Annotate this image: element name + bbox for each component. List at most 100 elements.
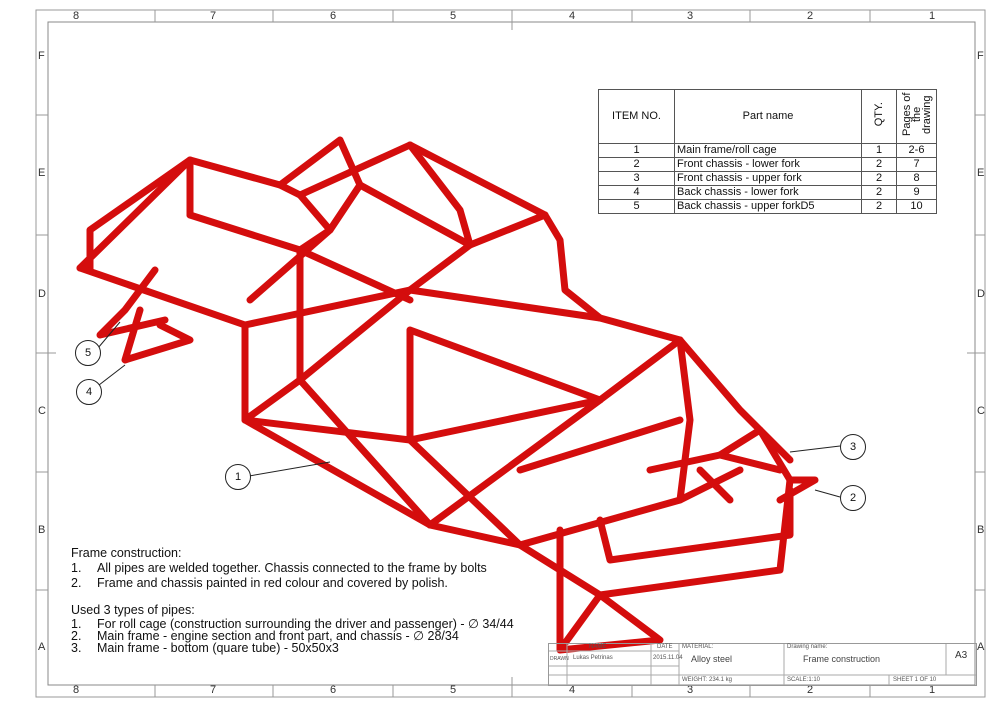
weight-label: WEIGHT: <box>682 677 707 683</box>
cell-item: 4 <box>598 185 675 200</box>
balloon-5: 5 <box>75 340 101 366</box>
zone-col-2: 2 <box>807 10 814 22</box>
zone-row-e: E <box>38 167 46 179</box>
zone-col-8-bottom: 8 <box>73 684 80 696</box>
pipe-number: 2. <box>71 629 82 643</box>
zone-row-c: C <box>38 405 46 417</box>
cell-item: 1 <box>598 143 675 158</box>
pipes-title: Used 3 types of pipes: <box>71 603 195 617</box>
header-part-name: Part name <box>674 89 862 144</box>
zone-col-2-bottom: 2 <box>807 684 814 696</box>
pipe-text: For roll cage (construction surrounding … <box>97 617 514 631</box>
zone-col-4: 4 <box>569 10 576 22</box>
zone-col-5-bottom: 5 <box>450 684 457 696</box>
drawn-date: 2015.11.04 <box>653 655 683 661</box>
balloon-1: 1 <box>225 464 251 490</box>
zone-col-8: 8 <box>73 10 80 22</box>
sheet-size: A3 <box>955 650 968 661</box>
zone-col-7-bottom: 7 <box>210 684 217 696</box>
cell-item: 3 <box>598 171 675 186</box>
balloon-4: 4 <box>76 379 102 405</box>
zone-col-6-bottom: 6 <box>330 684 337 696</box>
table-header-row: ITEM NO. Part name QTY. Pages of the dra… <box>598 89 937 144</box>
cell-qty: 2 <box>861 185 897 200</box>
drawn-name: Lukas Petrinas <box>573 655 613 661</box>
header-item-no: ITEM NO. <box>598 89 675 144</box>
material-value: Alloy steel <box>691 654 733 664</box>
notes: Frame construction: 1. All pipes are weld… <box>71 546 514 654</box>
pipe-item: 3. Main frame - bottom (quare tube) - 50x… <box>71 641 514 655</box>
frame-model <box>76 136 819 654</box>
zone-col-3-bottom: 3 <box>687 684 694 696</box>
zone-col-7: 7 <box>210 10 217 22</box>
cell-part: Back chassis - upper forkD5 <box>674 199 862 214</box>
header-pages-text: Pages of the drawing <box>900 92 933 137</box>
cell-part: Front chassis - upper fork <box>674 171 862 186</box>
zone-row-a-right: A <box>977 641 985 653</box>
notes-title: Frame construction: <box>71 546 182 560</box>
balloon-2: 2 <box>840 485 866 511</box>
pipe-item: 1. For roll cage (construction surroundin… <box>71 617 514 631</box>
note-item: 1. All pipes are welded together. Chassis… <box>71 561 514 576</box>
header-qty: QTY. <box>861 89 897 144</box>
zone-row-b-right: B <box>977 524 985 536</box>
zone-col-3: 3 <box>687 10 694 22</box>
note-item: 2. Frame and chassis painted in red colou… <box>71 576 514 591</box>
name-label: NAME <box>589 644 607 650</box>
zone-col-4-bottom: 4 <box>569 684 576 696</box>
drawing-name-value: Frame construction <box>803 654 881 664</box>
note-text: Frame and chassis painted in red colour … <box>97 576 448 590</box>
zone-col-6: 6 <box>330 10 337 22</box>
cell-qty: 2 <box>861 157 897 172</box>
pipe-number: 3. <box>71 641 82 655</box>
pipe-text: Main frame - engine section and front pa… <box>97 629 459 643</box>
note-text: All pipes are welded together. Chassis c… <box>97 561 487 575</box>
zone-col-1-bottom: 1 <box>929 684 936 696</box>
cell-item: 5 <box>598 199 675 214</box>
cell-qty: 1 <box>861 143 897 158</box>
zone-col-1: 1 <box>929 10 936 22</box>
cell-qty: 2 <box>861 199 897 214</box>
zone-row-c-right: C <box>977 405 985 417</box>
zone-row-a: A <box>38 641 46 653</box>
zone-row-e-right: E <box>977 167 985 179</box>
title-block-grid <box>549 644 976 685</box>
cell-pages: 7 <box>896 157 937 172</box>
drawing-name-label: Drawing name: <box>787 644 828 650</box>
cell-qty: 2 <box>861 171 897 186</box>
zone-row-b: B <box>38 524 46 536</box>
date-label: DATE <box>657 644 673 650</box>
pipe-text: Main frame - bottom (quare tube) - 50x50… <box>97 641 339 655</box>
pipe-number: 1. <box>71 617 82 631</box>
note-number: 2. <box>71 576 82 590</box>
header-qty-text: QTY. <box>873 102 885 127</box>
zone-col-5: 5 <box>450 10 457 22</box>
material-label: MATERIAL: <box>682 644 714 650</box>
cell-part: Front chassis - lower fork <box>674 157 862 172</box>
cell-part: Back chassis - lower fork <box>674 185 862 200</box>
zone-row-f: F <box>38 50 45 62</box>
cell-pages: 2-6 <box>896 143 937 158</box>
zone-row-f-right: F <box>977 50 984 62</box>
sheet-number: SHEET 1 OF 10 <box>893 677 937 683</box>
cell-item: 2 <box>598 157 675 172</box>
zone-row-d-right: D <box>977 288 985 300</box>
cell-pages: 8 <box>896 171 937 186</box>
header-pages: Pages of the drawing <box>896 89 937 144</box>
cell-pages: 9 <box>896 185 937 200</box>
pipe-item: 2. Main frame - engine section and front … <box>71 629 514 643</box>
title-block: NAME DATE DRAWN Lukas Petrinas 2015.11.0… <box>548 643 977 686</box>
cell-pages: 10 <box>896 199 937 214</box>
note-number: 1. <box>71 561 82 575</box>
drawn-label: DRAWN <box>550 656 569 662</box>
bill-of-materials-table: ITEM NO. Part name QTY. Pages of the dra… <box>598 89 937 214</box>
scale: SCALE:1:10 <box>787 677 821 683</box>
balloon-3: 3 <box>840 434 866 460</box>
cell-part: Main frame/roll cage <box>674 143 862 158</box>
